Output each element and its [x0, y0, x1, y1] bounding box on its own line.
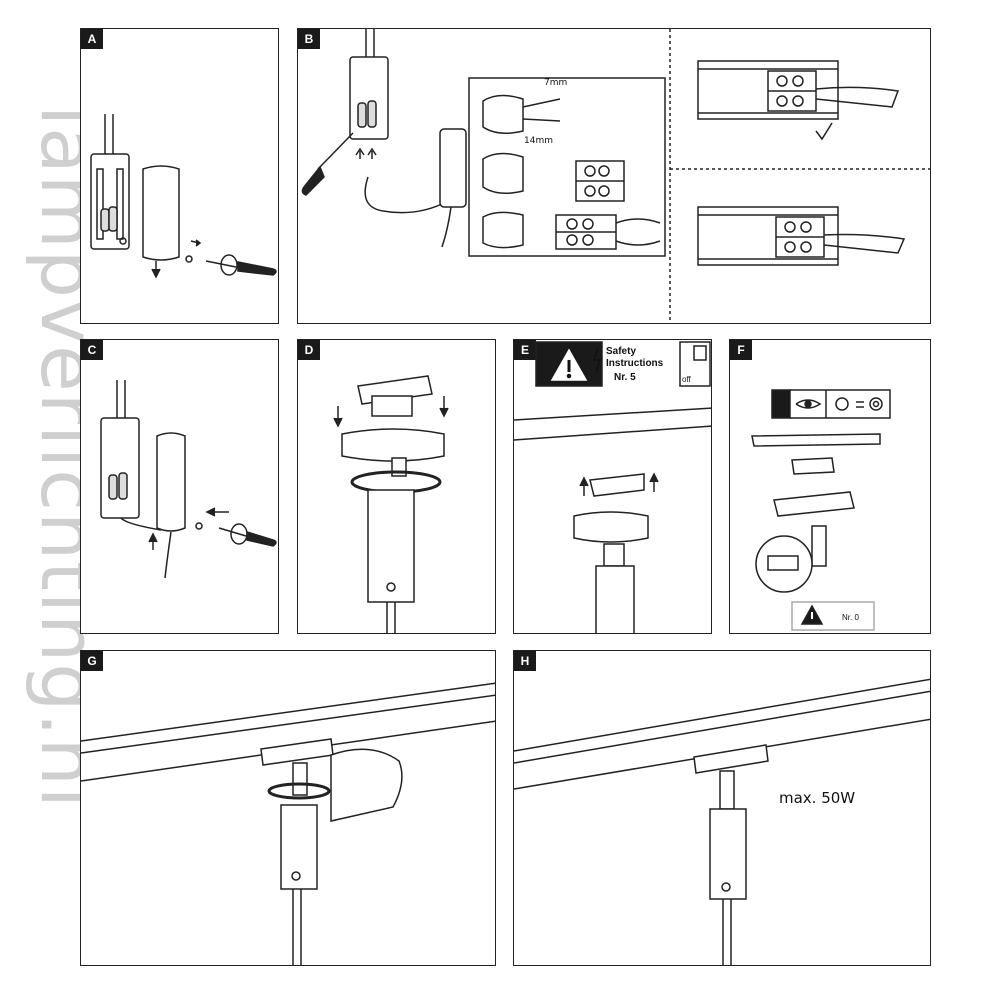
- panel-e: E Safety Instructions Nr. 5 off: [513, 339, 712, 634]
- panel-e-label: E: [514, 340, 536, 360]
- panel-f-illustration: Nr. 0: [751, 389, 891, 631]
- panel-a-illustration: [90, 114, 277, 279]
- panel-g: G: [80, 650, 496, 966]
- panel-f: F Nr. 0: [729, 339, 931, 634]
- off-label: off: [682, 375, 692, 384]
- panel-c-label: C: [81, 340, 103, 360]
- safety-line-2: Instructions: [606, 358, 664, 369]
- panel-c-illustration: [100, 380, 277, 579]
- panel-c: C: [80, 339, 279, 634]
- panel-d-illustration: [333, 375, 449, 633]
- panel-b-illustration: 7mm 14mm: [301, 29, 930, 323]
- panel-f-label: F: [730, 340, 752, 360]
- panel-h-label: H: [514, 651, 536, 671]
- panel-a-label: A: [81, 29, 103, 49]
- strip-length-7mm: 7mm: [544, 78, 567, 88]
- safety-line-1: Safety: [606, 346, 636, 357]
- safety-number: Nr. 5: [614, 372, 636, 383]
- nr-0-label: Nr. 0: [842, 613, 859, 622]
- panel-a: A: [80, 28, 279, 324]
- panel-e-illustration: Safety Instructions Nr. 5 off: [514, 341, 711, 633]
- panel-h: H max. 50W: [513, 650, 931, 966]
- panel-h-illustration: max. 50W: [514, 678, 930, 965]
- panel-g-illustration: [81, 682, 495, 965]
- panel-b-label: B: [298, 29, 320, 49]
- panel-b: B: [297, 28, 931, 324]
- panel-d: D: [297, 339, 496, 634]
- panel-g-label: G: [81, 651, 103, 671]
- panel-d-label: D: [298, 340, 320, 360]
- strip-length-14mm: 14mm: [524, 136, 553, 146]
- max-power-label: max. 50W: [779, 789, 855, 807]
